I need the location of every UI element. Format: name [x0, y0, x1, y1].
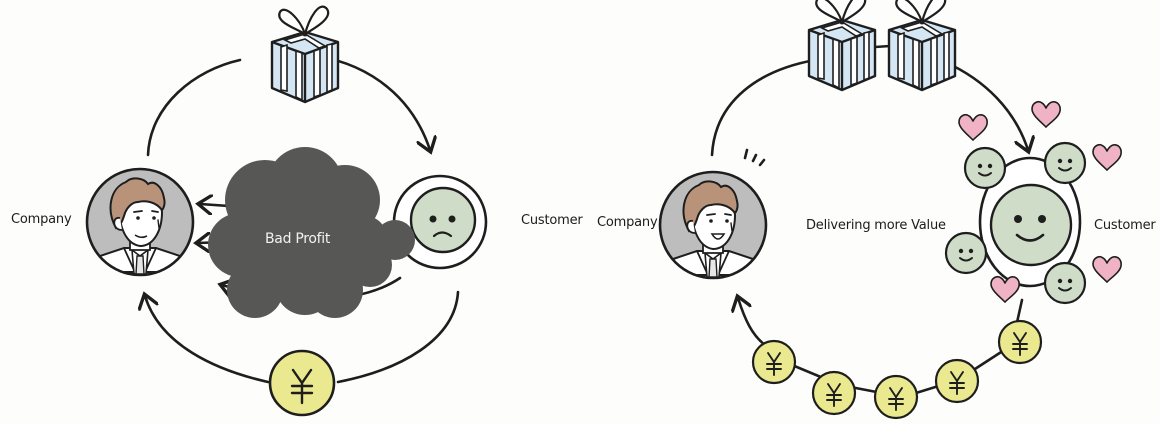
happy-face-small-icon — [944, 231, 988, 275]
bad-profit-label: Bad Profit — [265, 231, 331, 247]
panel-good-profit — [660, 0, 1122, 420]
heart-icon — [958, 114, 988, 141]
yen-coin-icon — [934, 358, 980, 404]
speech-marks-icon — [743, 148, 766, 167]
yen-coin-icon — [997, 319, 1043, 365]
heart-icon — [1092, 256, 1122, 283]
flow-arc-top — [146, 58, 242, 157]
heart-icon — [1031, 101, 1061, 128]
flow-arc-top — [710, 58, 817, 157]
happy-face-icon — [989, 183, 1073, 267]
flow-arc-bottom-left — [738, 298, 767, 347]
gift-icon — [887, 0, 957, 92]
yen-coin-icon — [811, 370, 857, 416]
gift-icon — [270, 5, 340, 104]
avatar-open-smile — [710, 233, 726, 240]
delivering-value-label: Delivering more Value — [806, 218, 946, 233]
flow-arc-top-right — [943, 60, 1028, 150]
yen-coin-icon — [873, 374, 919, 420]
heart-icon — [990, 276, 1020, 303]
flow-arc-bottom-left — [145, 296, 270, 384]
gift-icon — [807, 0, 877, 92]
flow-arc-bottom — [336, 290, 460, 384]
sad-face-icon — [409, 186, 477, 254]
company-label: Company — [597, 215, 658, 230]
customer-label: Customer — [1094, 218, 1156, 233]
happy-face-small-icon — [963, 146, 1007, 190]
heart-icon — [1092, 144, 1122, 171]
company-label: Company — [11, 212, 72, 227]
dark-cloud-icon — [208, 147, 415, 318]
yen-coin-icon — [751, 339, 797, 385]
avatar-smile — [134, 234, 148, 239]
customer-label: Customer — [521, 213, 583, 228]
company-avatar — [87, 169, 193, 275]
happy-face-small-icon — [1043, 141, 1087, 185]
yen-coin-icon — [268, 349, 336, 417]
happy-face-small-icon — [1043, 261, 1087, 305]
panel-bad-profit — [87, 5, 488, 417]
company-avatar — [660, 172, 766, 278]
